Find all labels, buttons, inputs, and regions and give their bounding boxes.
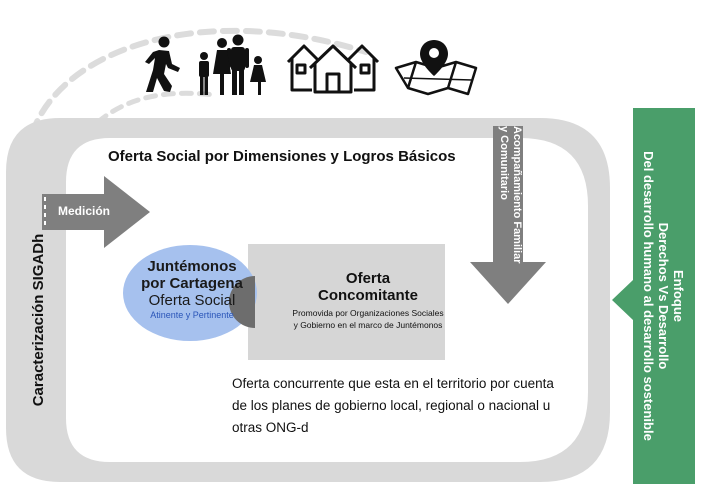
concurrente-text: Oferta concurrente que esta en el territ… <box>232 376 554 435</box>
juntemonos-subtitle: Oferta Social <box>148 292 236 309</box>
concomitant-box <box>248 244 445 360</box>
enfoque-panel <box>612 108 695 484</box>
acompanamiento-arrow <box>470 126 546 304</box>
outer-frame <box>6 118 610 482</box>
map-pin-icon <box>394 40 478 96</box>
enfoque-line-1: Enfoque <box>671 270 687 322</box>
acompanamiento-line-2: y Comunitario <box>498 126 510 200</box>
concomitante-title-2: Concomitante <box>317 287 418 304</box>
offer-title: Oferta Social por Dimensiones y Logros B… <box>108 148 456 165</box>
concomitante-title-1: Oferta <box>345 270 391 287</box>
family-icon <box>199 34 266 95</box>
caracterizacion-label: Caracterización SIGADh <box>30 233 47 407</box>
concomitante-description: Promovida por Organizaciones Sociales y … <box>292 308 444 330</box>
juntemonos-oval <box>123 245 257 341</box>
juntemonos-caption: Atinente y Pertinente <box>150 310 234 320</box>
juntemonos-title-2: por Cartagena <box>141 275 243 292</box>
juntemonos-text: Juntémonos por Cartagena Oferta Social A… <box>128 258 256 320</box>
houses-icon <box>286 44 380 94</box>
concomitante-text: Oferta Concomitante Promovida por Organi… <box>292 270 444 331</box>
half-circle-marker <box>229 276 255 328</box>
dashed-arc-outer <box>29 27 369 137</box>
acompanamiento-label: Acompañamiento Familiar y Comunitario <box>493 126 523 276</box>
enfoque-panel-text: Enfoque Derechos Vs Desarrollo Del desar… <box>633 108 695 484</box>
enfoque-line-3: Del desarrollo humano al desarrollo sost… <box>641 151 657 441</box>
dashed-arc-inner <box>95 90 218 125</box>
walking-person-icon <box>145 36 180 92</box>
medicion-arrow <box>42 176 150 248</box>
acompanamiento-line-1: Acompañamiento Familiar <box>511 126 523 264</box>
enfoque-line-2: Derechos Vs Desarrollo <box>656 222 672 370</box>
medicion-label: Medición <box>58 204 111 218</box>
juntemonos-title-1: Juntémonos <box>147 258 237 275</box>
